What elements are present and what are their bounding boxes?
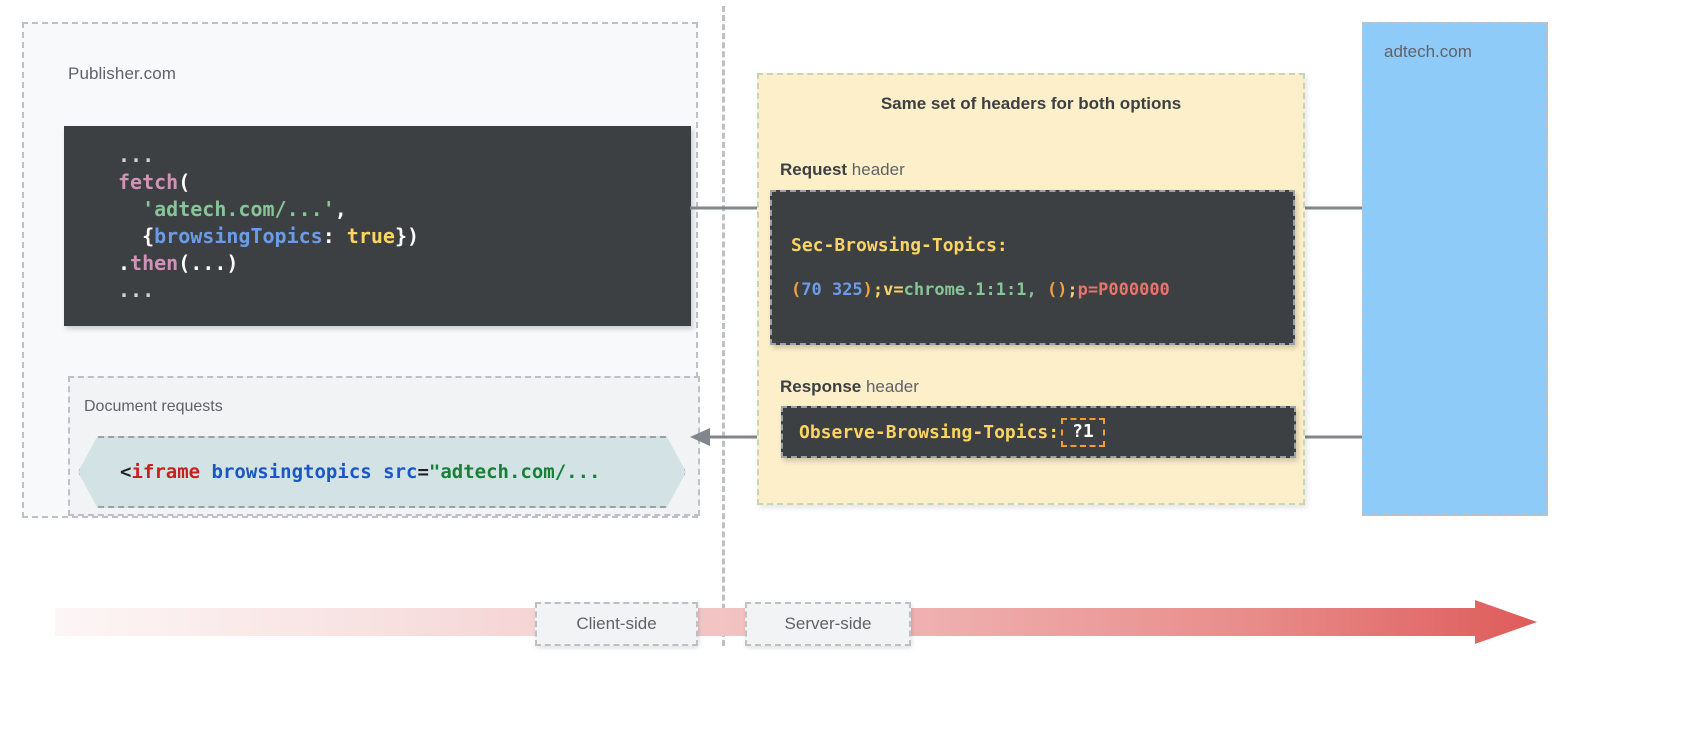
code-token: fetch — [118, 170, 179, 194]
publisher-panel: Publisher.com ... fetch( 'adtech.com/...… — [22, 22, 700, 518]
request-header-value: (70 325);v=chrome.1:1:1, ();p=P000000 — [791, 280, 1170, 300]
code-line: fetch( — [64, 169, 691, 196]
iframe-snippet-chevron: <iframe browsingtopics src="adtech.com/.… — [78, 436, 686, 508]
adtech-panel: adtech.com — [1362, 22, 1548, 516]
code-token: < — [120, 461, 132, 483]
timeline-chip-server: Server-side — [745, 602, 911, 646]
code-token: . — [118, 251, 131, 275]
response-header-label-rest: header — [861, 377, 919, 396]
code-token: (...) — [178, 251, 239, 275]
headers-panel: Same set of headers for both options Req… — [757, 73, 1305, 505]
client-server-divider — [722, 6, 725, 646]
code-token: ... — [118, 278, 155, 302]
code-token: ... — [118, 143, 155, 167]
code-token: p=P000000 — [1077, 280, 1170, 300]
publisher-label: Publisher.com — [68, 64, 177, 83]
code-token: ( — [178, 170, 191, 194]
code-token: 70 325 — [801, 280, 863, 300]
response-header-value-chip: ?1 — [1061, 417, 1105, 447]
response-header-name: Observe-Browsing-Topics: — [799, 421, 1060, 443]
code-token — [118, 197, 142, 221]
code-line: ... — [64, 142, 691, 169]
request-header-label-bold: Request — [780, 160, 848, 179]
fetch-code-block: ... fetch( 'adtech.com/...', {browsingTo… — [64, 126, 691, 326]
response-header-label-bold: Response — [780, 377, 862, 396]
code-token: browsingtopics src — [211, 461, 418, 483]
code-token: true — [346, 224, 395, 248]
code-token: 'adtech.com/...' — [142, 197, 335, 221]
response-header-box: Observe-Browsing-Topics: ?1 — [781, 406, 1296, 458]
code-line: 'adtech.com/...', — [64, 196, 691, 223]
code-token: }) — [394, 224, 420, 248]
response-header-label: Response header — [780, 377, 919, 397]
code-token — [200, 461, 211, 483]
code-token: iframe — [131, 461, 201, 483]
code-token: : — [322, 224, 347, 248]
code-token: ( — [791, 280, 802, 300]
code-line: .then(...) — [64, 250, 691, 277]
timeline-chip-client: Client-side — [535, 602, 698, 646]
chevron-shape — [78, 436, 686, 508]
code-token: { — [118, 224, 155, 248]
request-header-label-rest: header — [847, 160, 905, 179]
code-token: browsingTopics — [154, 224, 323, 248]
code-line: {browsingTopics: true}) — [64, 223, 691, 250]
adtech-label: adtech.com — [1384, 42, 1472, 61]
iframe-snippet-text: <iframe browsingtopics src="adtech.com/.… — [120, 461, 601, 483]
document-requests-label: Document requests — [84, 398, 223, 415]
request-header-box: Sec-Browsing-Topics: (70 325);v=chrome.1… — [770, 190, 1295, 345]
code-token: () — [1046, 280, 1068, 300]
code-token: ;v= — [872, 280, 904, 300]
request-header-name: Sec-Browsing-Topics: — [791, 235, 1008, 256]
code-token: , — [334, 197, 347, 221]
code-token: = — [417, 461, 429, 483]
code-token: chrome.1:1:1, — [903, 280, 1047, 300]
code-token: ) — [862, 280, 873, 300]
request-header-label: Request header — [780, 160, 905, 180]
code-token: then — [130, 251, 179, 275]
code-line: ... — [64, 277, 691, 304]
response-arrowhead-icon — [690, 428, 710, 446]
code-token: ; — [1067, 280, 1078, 300]
document-requests-panel: Document requests <iframe browsingtopics… — [68, 376, 700, 516]
code-token: "adtech.com/... — [428, 461, 601, 483]
headers-panel-title: Same set of headers for both options — [880, 94, 1182, 113]
